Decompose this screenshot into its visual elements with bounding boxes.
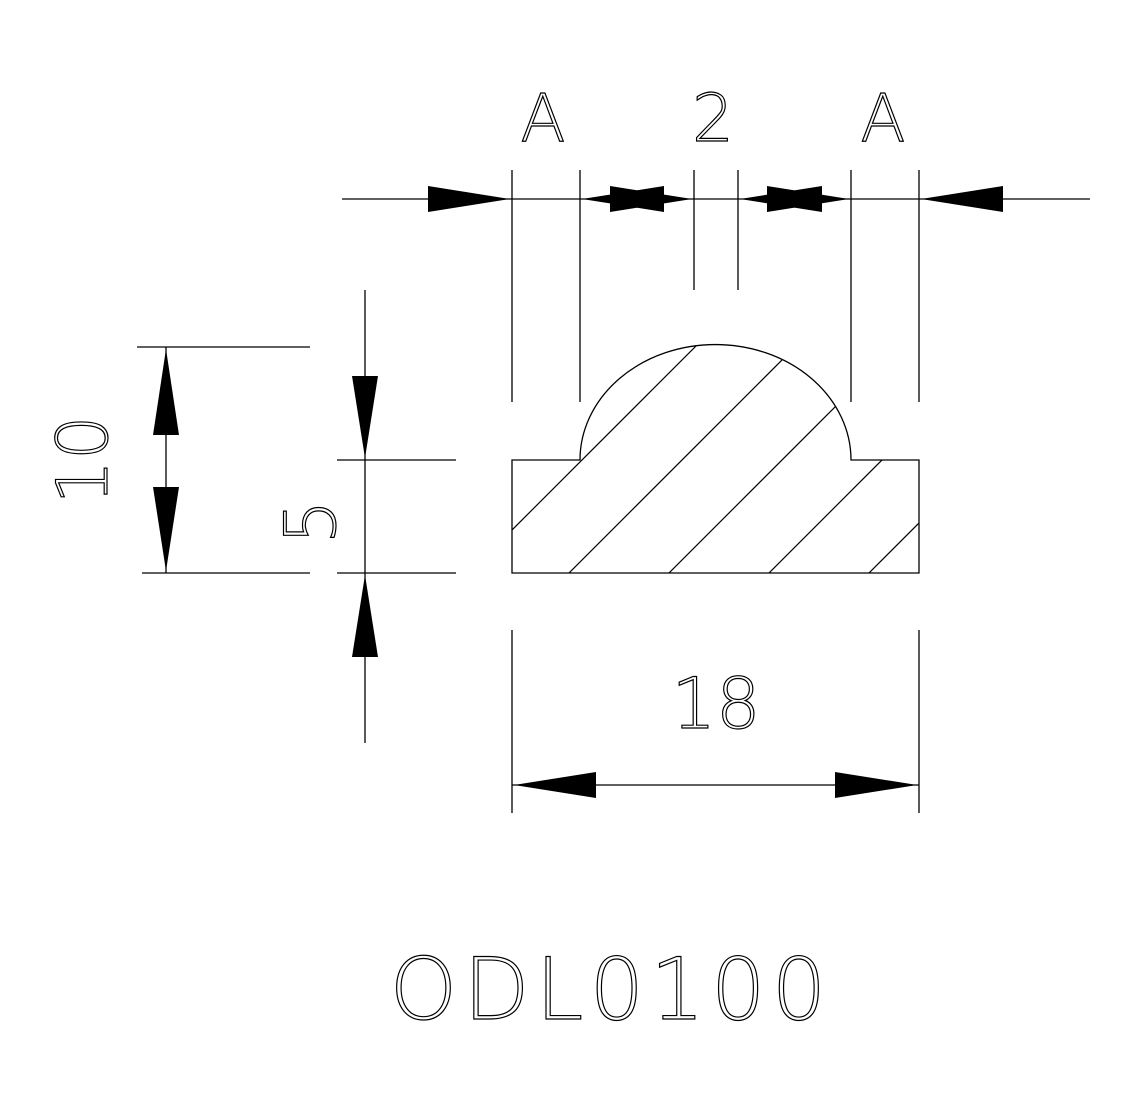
arrowhead [835,772,917,798]
base-height-dimension: 5 [269,290,456,743]
top-dimension: A 2 A [342,79,1090,402]
arrowhead [352,376,378,458]
dim-total-height-label: 10 [42,415,124,504]
dim-right-offset-label: A [860,80,905,157]
arrowhead [153,487,179,571]
dim-left-offset-label: A [520,80,565,157]
part-code-label: ODL0100 [390,940,833,1040]
arrowhead [153,349,179,435]
section-hatching [512,344,919,573]
dim-base-height-label: 5 [270,500,352,545]
profile-outline [511,343,920,574]
arrowhead [352,575,378,657]
total-width-dimension: 18 [511,630,920,813]
arrowhead [514,772,596,798]
dim-total-width-label: 18 [671,663,760,745]
arrowhead [610,186,692,212]
arrowhead [428,186,510,212]
arrowhead [921,186,1003,212]
dim-center-width-label: 2 [692,80,734,157]
arrowhead [767,186,849,212]
total-height-dimension: 10 [41,346,310,574]
